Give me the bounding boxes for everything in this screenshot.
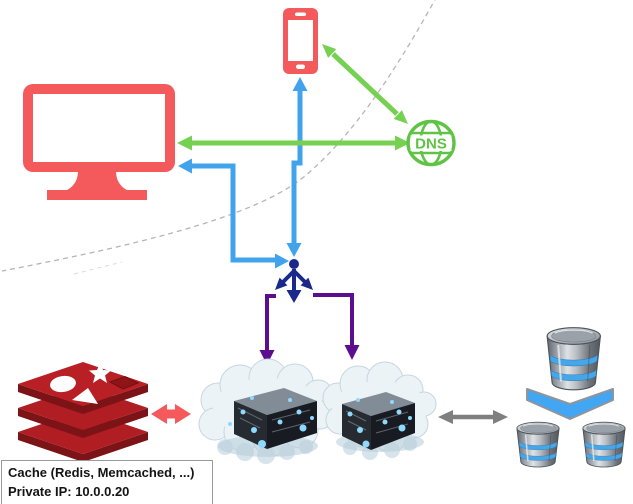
db-slave-2-icon[interactable] <box>582 421 626 468</box>
loadbalancer-to-server-arrows <box>259 293 360 365</box>
arrow-lb-server-2[interactable] <box>313 293 360 360</box>
dns-label: DNS <box>415 136 447 153</box>
db-slave-1-icon[interactable] <box>516 421 560 468</box>
redis-top-shapes <box>50 363 140 404</box>
caption-box[interactable]: Cache (Redis, Memcached, ...) Private IP… <box>1 460 213 504</box>
smartphone-icon[interactable] <box>283 8 318 74</box>
redis-cache-icon[interactable] <box>18 362 148 462</box>
arrow-monitor-dns[interactable] <box>177 135 410 151</box>
arrow-server-db[interactable] <box>438 410 508 424</box>
arrow-phone-loadbalancer[interactable] <box>286 77 308 257</box>
phone-home-button <box>296 64 305 69</box>
load-balancer-icon[interactable] <box>275 259 313 303</box>
arrow-lb-server-1[interactable] <box>259 294 277 365</box>
request-arrows-blue <box>178 77 308 269</box>
dns-arrows-green <box>177 44 410 151</box>
caption-line-1: Cache (Redis, Memcached, ...) <box>8 465 195 480</box>
server-box <box>342 392 415 450</box>
dns-label-band <box>410 135 452 151</box>
monitor-base <box>47 190 147 200</box>
arrow-phone-dns[interactable] <box>322 44 408 124</box>
desktop-monitor-icon[interactable] <box>23 84 175 200</box>
monitor-stand <box>65 171 129 191</box>
glow-dots <box>228 396 314 448</box>
phone-speaker <box>295 12 306 16</box>
db-master-icon[interactable] <box>546 326 602 391</box>
phone-screen <box>288 20 313 61</box>
faint-dashed-segment <box>73 261 123 275</box>
cloud-server-icon-1[interactable] <box>198 358 335 464</box>
caption-line-2: Private IP: 10.0.0.20 <box>8 484 130 499</box>
dns-globe-icon[interactable]: DNS <box>406 119 456 167</box>
arrow-monitor-loadbalancer[interactable] <box>178 158 289 269</box>
glow-dots <box>347 398 412 448</box>
load-balancer-node <box>289 259 299 269</box>
arrow-cache-server[interactable] <box>151 404 191 424</box>
db-replication-chevron-icon[interactable] <box>526 388 614 420</box>
monitor-screen <box>33 94 165 162</box>
cloud-server-icon-2[interactable] <box>322 361 437 460</box>
server-box <box>228 388 317 449</box>
